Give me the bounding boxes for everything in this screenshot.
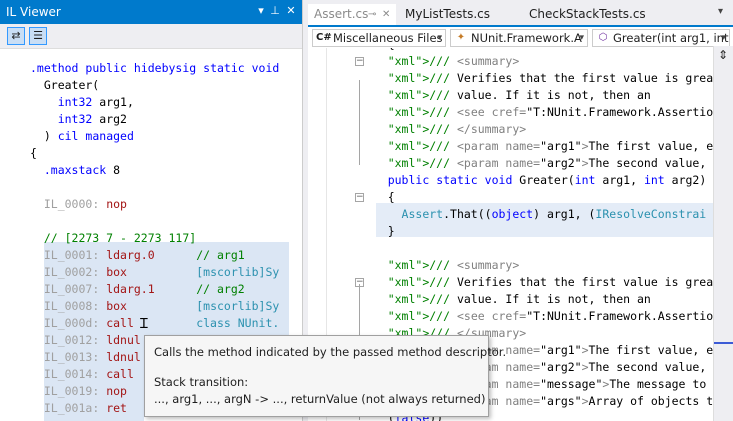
- tab-mylisttests-cs[interactable]: MyListTests.cs: [399, 4, 496, 25]
- project-dropdown[interactable]: C# Miscellaneous Files ▾: [312, 29, 446, 47]
- view-icon[interactable]: ☰: [29, 27, 47, 45]
- editor-code-line: "xml">/// <param name="arg2">The second …: [387, 156, 718, 170]
- il-code-line: IL_0008: box [mscorlib]Sy: [43, 299, 280, 313]
- editor-code-line: {: [360, 190, 395, 204]
- pin-icon[interactable]: ⊥: [270, 4, 280, 17]
- editor-code-line: "xml">/// value. If it is not, then an: [387, 292, 651, 306]
- il-code-line: IL_001a: ret: [43, 401, 127, 415]
- il-code-line: Greater(: [30, 78, 100, 92]
- editor-code-line: "xml">/// <summary>: [387, 54, 520, 68]
- il-code-line: IL_0012: ldnul: [43, 333, 141, 347]
- document-tabs: Assert.cs ⊸ ✕ MyListTests.cs CheckStackT…: [308, 0, 733, 25]
- il-code-line: .method public hidebysig static void: [30, 61, 280, 75]
- il-code-line: IL_0000: nop: [43, 197, 127, 211]
- editor-code-line: "xml">/// </summary>: [387, 122, 527, 136]
- il-code-line: IL_0013: ldnul: [43, 350, 141, 364]
- scroll-position-marker: [714, 342, 733, 344]
- pin-icon[interactable]: ⊸: [368, 9, 377, 20]
- editor-code-line: {: [360, 48, 395, 53]
- editor-code-line: "xml">/// <summary>: [387, 258, 520, 272]
- editor-code-line: "xml">/// <param name="arg1">The first v…: [387, 139, 718, 153]
- il-code-line: IL_000d: call class NUnit.: [43, 316, 280, 330]
- vertical-scrollbar[interactable]: ⇕: [713, 46, 733, 421]
- chevron-down-icon: ▾: [437, 33, 442, 43]
- opcode-tooltip: Calls the method indicated by the passed…: [144, 335, 506, 417]
- member-dropdown[interactable]: ⬡ Greater(int arg1, int ▾: [592, 29, 730, 47]
- editor-code-line: "xml">/// value. If it is not, then an: [387, 88, 651, 102]
- il-code-line: .maxstack 8: [43, 163, 121, 177]
- il-code-line: int32 arg1,: [57, 95, 134, 109]
- il-code-line: IL_0001: ldarg.0 // arg1: [43, 248, 245, 262]
- tab-overflow-dropdown-icon[interactable]: ▾: [718, 6, 724, 17]
- tab-label: CheckStackTests.cs: [529, 7, 646, 21]
- il-viewer-title: IL Viewer: [6, 5, 61, 19]
- close-icon[interactable]: ✕: [382, 9, 391, 20]
- navigation-bar: C# Miscellaneous Files ▾ ✦ NUnit.Framewo…: [308, 25, 733, 48]
- tooltip-stack-heading: Stack transition:: [154, 375, 249, 389]
- il-code-line: // [2273 7 - 2273 117]: [30, 231, 197, 245]
- editor-code-line: public static void Greater(int arg1, int…: [387, 173, 707, 187]
- chevron-down-icon: ▾: [721, 33, 726, 43]
- il-viewer-title-bar: IL Viewer ▾ ⊥ ✕: [0, 0, 302, 24]
- editor-margin: [308, 48, 327, 421]
- dropdown-icon[interactable]: ▾: [258, 4, 264, 17]
- type-dropdown[interactable]: ✦ NUnit.Framework.A ▾: [450, 29, 588, 47]
- close-icon[interactable]: ✕: [286, 4, 296, 17]
- editor-code-line: "xml">/// Verifies that the first value …: [387, 71, 718, 85]
- il-code-line: IL_0014: call: [43, 367, 134, 381]
- tab-label: MyListTests.cs: [405, 7, 490, 21]
- tab-assert-cs[interactable]: Assert.cs ⊸ ✕: [308, 4, 396, 25]
- csharp-file-icon: C#: [316, 32, 332, 43]
- panel-splitter[interactable]: [303, 0, 308, 421]
- split-view-icon[interactable]: ⇕: [718, 48, 729, 62]
- show-source-icon[interactable]: ⇄: [7, 27, 25, 45]
- editor-code-line: "xml">/// Verifies that the first value …: [387, 275, 718, 289]
- il-code-line: int32 arg2: [57, 112, 127, 126]
- text-cursor-icon: Ɪ: [140, 316, 148, 332]
- editor-code-line: }: [360, 224, 395, 238]
- il-viewer-toolbar: ⇄ ☰: [0, 24, 302, 49]
- il-code-line: {: [30, 146, 37, 160]
- editor-code-line: Assert.That((object) arg1, (IResolveCons…: [401, 207, 707, 221]
- chevron-down-icon: ▾: [579, 33, 584, 43]
- tab-label: Assert.cs: [314, 7, 369, 21]
- il-code-line: ) cil managed: [30, 129, 134, 143]
- il-code-line: IL_0019: nop: [43, 384, 127, 398]
- fold-toggle-icon[interactable]: −: [355, 192, 364, 202]
- method-icon: ⬡: [598, 32, 608, 43]
- fold-toggle-icon[interactable]: −: [355, 56, 364, 66]
- editor-code-line: "xml">/// <see cref="T:NUnit.Framework.A…: [387, 105, 718, 119]
- il-code-line: IL_0002: box [mscorlib]Sy: [43, 265, 280, 279]
- fold-guide: [359, 80, 360, 165]
- tooltip-stack-transition: ..., arg1, ..., argN -> ..., returnValue…: [154, 392, 486, 406]
- il-code-line: IL_0007: ldarg.1 // arg2: [43, 282, 245, 296]
- tooltip-description: Calls the method indicated by the passed…: [154, 345, 507, 359]
- tab-checkstacktests-cs[interactable]: CheckStackTests.cs: [523, 4, 652, 25]
- editor-code-line: "xml">/// <see cref="T:NUnit.Framework.A…: [387, 309, 718, 323]
- class-icon: ✦: [456, 32, 466, 43]
